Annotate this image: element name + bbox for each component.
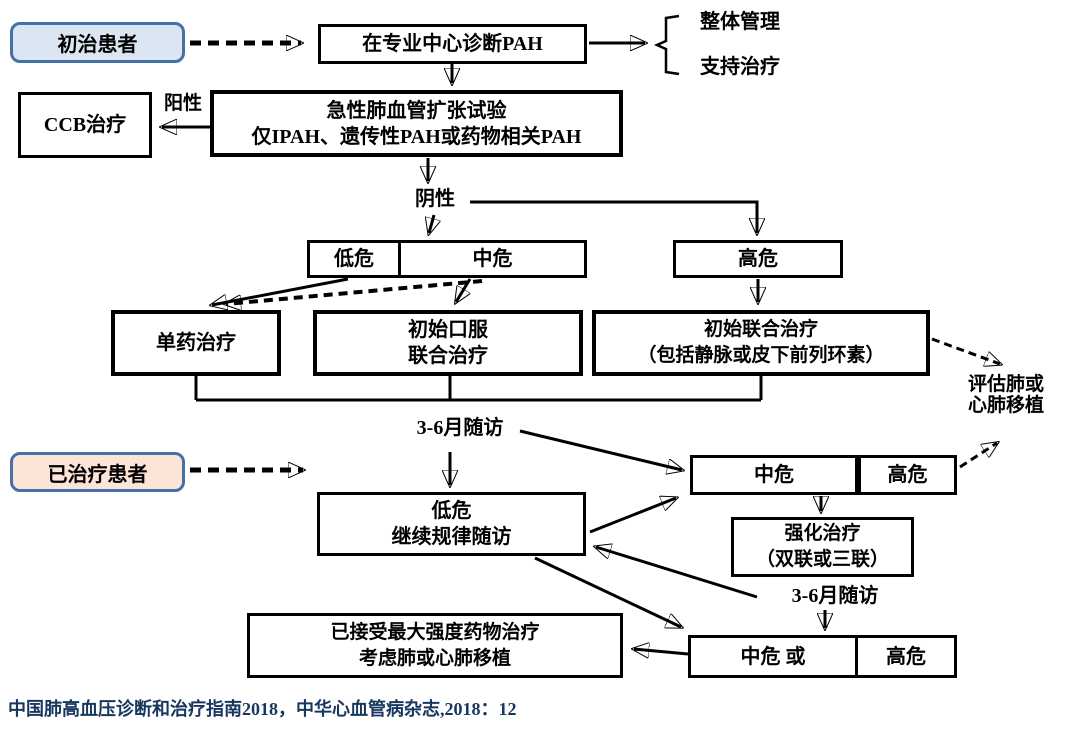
start-new-patient-node: 初治患者: [10, 22, 185, 63]
intensify-line2: （双联或三联）: [755, 549, 889, 570]
arrow-low-followup-to-mid-risk2: [589, 498, 676, 534]
followup2-label: 3-6月随访: [791, 585, 879, 607]
arrow-followup1-to-mid-risk2: [519, 429, 682, 470]
risk3-high-cell: 高危: [855, 638, 954, 675]
initial-combo-node: 初始联合治疗 （包括静脉或皮下前列环素）: [592, 310, 930, 376]
max-therapy-line1: 已接受最大强度药物治疗: [330, 621, 540, 643]
arrow-mid-risk-to-oral-combo: [456, 278, 472, 302]
risk1-low-label: 低危: [334, 248, 374, 270]
start-new-patient-label: 初治患者: [57, 34, 138, 56]
risk1-high-label: 高危: [738, 248, 778, 270]
followup1-label: 3-6月随访: [416, 417, 504, 439]
monotherapy-label: 单药治疗: [156, 332, 236, 354]
risk-row3-node: 中危 或 高危: [688, 635, 957, 678]
risk-row2-node: 中危 高危: [690, 455, 957, 495]
diagnose-label: 在专业中心诊断PAH: [362, 33, 543, 55]
transplant-eval-line1: 评估肺或: [967, 374, 1044, 395]
initial-combo-line2: （包括静脉或皮下前列环素）: [637, 345, 885, 366]
ccb-label: CCB治疗: [43, 114, 127, 136]
risk2-mid-cell: 中危: [693, 458, 855, 492]
intensify-line1: 强化治疗: [784, 523, 861, 544]
risk1-high-node: 高危: [673, 240, 843, 278]
ccb-node: CCB治疗: [18, 92, 152, 158]
vasoreactivity-line1: 急性肺血管扩张试验: [326, 99, 507, 122]
low-followup-node: 低危 继续规律随访: [317, 492, 586, 556]
citation-text: 中国肺高血压诊断和治疗指南2018，中华心血管病杂志,2018：12: [8, 699, 517, 719]
max-therapy-line2: 考虑肺或心肺移植: [358, 647, 511, 669]
risk1-mid-label: 中危: [472, 248, 513, 270]
transplant-eval-label: 评估肺或 心肺移植: [958, 374, 1054, 416]
risk3-mid-cell: 中危 或: [691, 638, 855, 675]
start-treated-patient-label: 已治疗患者: [47, 463, 148, 486]
low-followup-line1: 低危: [431, 500, 472, 522]
risk1-low-cell: 低危: [310, 243, 398, 275]
diagnose-node: 在专业中心诊断PAH: [318, 24, 587, 64]
management-bracket: [653, 14, 680, 76]
risk2-high-cell: 高危: [855, 458, 954, 492]
oral-combo-node: 初始口服 联合治疗: [313, 310, 583, 376]
arrow-high-risk2-to-transplant-eval: [959, 443, 997, 469]
initial-combo-line1: 初始联合治疗: [703, 319, 818, 340]
arrow-mid-risk3-to-max-therapy: [634, 649, 689, 654]
monotherapy-node: 单药治疗: [111, 310, 281, 376]
transplant-eval-line2: 心肺移植: [967, 395, 1044, 416]
risk2-mid-label: 中危: [754, 464, 794, 486]
general-management-label: 整体管理: [700, 11, 780, 33]
oral-combo-line2: 联合治疗: [408, 345, 488, 367]
low-followup-line2: 继续规律随访: [391, 526, 512, 548]
positive-label: 阳性: [164, 93, 203, 114]
arrow-followup2-to-low-followup: [596, 547, 758, 599]
risk2-high-label: 高危: [887, 464, 928, 486]
oral-combo-line1: 初始口服: [408, 319, 488, 341]
risk3-mid-label: 中危 或: [740, 645, 806, 668]
risk1-mid-cell: 中危: [398, 243, 584, 275]
arrow-negative-to-low-mid-risk: [429, 214, 434, 233]
arrow-negative-to-high-risk: [470, 200, 757, 233]
start-treated-patient-node: 已治疗患者: [10, 452, 185, 492]
intensify-node: 强化治疗 （双联或三联）: [731, 517, 914, 577]
supportive-therapy-label: 支持治疗: [700, 56, 780, 78]
arrow-mid-risk-to-monotherapy-dashed: [226, 279, 483, 304]
followup-connector-line: [194, 376, 763, 402]
vasoreactivity-line2: 仅IPAH、遗传性PAH或药物相关PAH: [251, 125, 582, 148]
vasoreactivity-node: 急性肺血管扩张试验 仅IPAH、遗传性PAH或药物相关PAH: [210, 90, 623, 157]
arrow-low-followup-to-mid-risk3: [534, 556, 681, 627]
risk-row1-low-mid-node: 低危 中危: [307, 240, 587, 278]
max-therapy-node: 已接受最大强度药物治疗 考虑肺或心肺移植: [247, 613, 623, 678]
negative-label: 阴性: [415, 188, 455, 210]
arrow-initial-combo-to-transplant-eval: [931, 337, 1000, 364]
risk3-high-label: 高危: [886, 645, 926, 668]
